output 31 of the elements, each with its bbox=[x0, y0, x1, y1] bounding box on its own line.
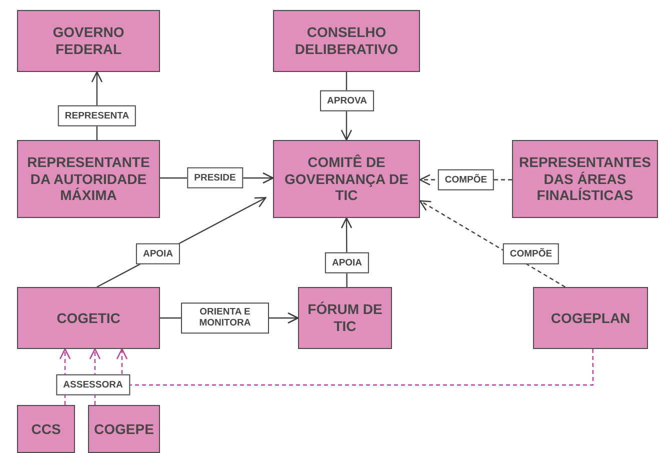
edge-label: PRESIDE bbox=[187, 167, 243, 189]
org-box bbox=[273, 140, 420, 218]
org-box bbox=[17, 287, 160, 349]
node-title: COMITÊ DE GOVERNANÇA DE TIC bbox=[284, 154, 410, 204]
node-title: COGEPE bbox=[93, 420, 155, 438]
node-title: FÓRUM DE TIC bbox=[306, 301, 384, 335]
node-title: CONSELHO DELIBERATIVO bbox=[294, 24, 400, 58]
edge-label: COMPÕE bbox=[502, 243, 560, 265]
node-title: COGETIC bbox=[56, 310, 122, 326]
org-box bbox=[17, 10, 160, 72]
node-title: REPRESENTANTES DAS ÁREAS FINALÍSTICAS bbox=[518, 154, 652, 204]
edge-label: APOIA bbox=[136, 243, 180, 265]
node-title: COGEPLAN bbox=[550, 310, 632, 326]
edge-label: ORIENTA E MONITORA bbox=[181, 302, 269, 334]
org-box bbox=[512, 140, 658, 218]
edge-label: APROVA bbox=[320, 90, 374, 112]
edge-label: ASSESSORA bbox=[56, 374, 130, 396]
node-title: GOVERNO FEDERAL bbox=[52, 24, 126, 58]
org-box bbox=[17, 140, 160, 218]
edge-label: REPRESENTA bbox=[58, 105, 136, 127]
edge-label: APOIA bbox=[324, 252, 370, 274]
edge-label: COMPÕE bbox=[438, 169, 494, 191]
org-box bbox=[273, 10, 420, 72]
org-box bbox=[533, 287, 648, 349]
org-box bbox=[88, 405, 160, 453]
org-box bbox=[17, 405, 75, 453]
node-title: CCS bbox=[30, 420, 62, 438]
arrow bbox=[116, 348, 594, 386]
arrow bbox=[419, 200, 566, 288]
org-box bbox=[298, 287, 392, 349]
node-title: REPRESENTANTE DA AUTORIDADE MÁXIMA bbox=[26, 154, 151, 204]
